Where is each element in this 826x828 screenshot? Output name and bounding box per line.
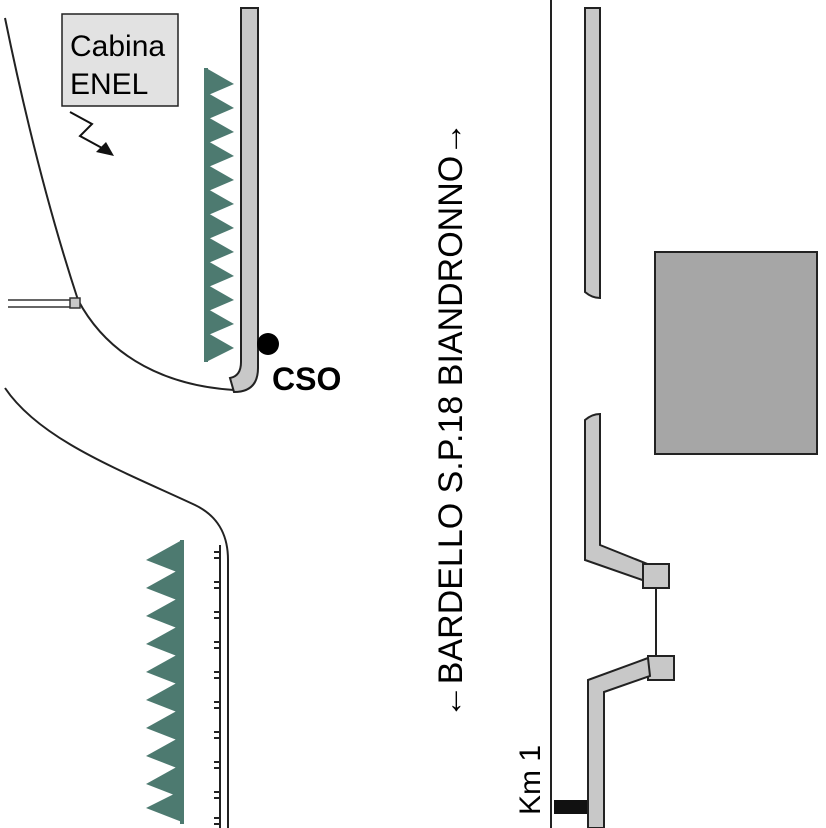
lightning-icon: [69, 111, 114, 156]
road-label: ←BARDELLO S.P.18 BIANDRONNO→: [432, 122, 470, 718]
side-pipe: [8, 297, 81, 309]
cabina-enel-box: Cabina ENEL: [61, 13, 179, 107]
gate-post-bottom: [647, 655, 675, 681]
cabina-label-line1: Cabina: [70, 30, 165, 63]
road-edge-lower-left: [4, 387, 229, 828]
cabina-label-line2: ENEL: [70, 68, 148, 101]
building: [654, 251, 818, 455]
wall-lower-right: [584, 412, 652, 584]
gate-post-top: [642, 563, 670, 589]
wall-upper-right: [584, 7, 601, 300]
km-marker-post: [554, 800, 588, 814]
hedge-upper: [204, 68, 234, 362]
km-marker-label: Km 1: [514, 745, 547, 815]
cso-label: CSO: [272, 361, 341, 397]
wall-bottom-right: [587, 656, 652, 828]
road-edge-upper-left: [4, 17, 235, 391]
hedge-lower: [146, 540, 184, 824]
cso-point-icon: [257, 333, 279, 355]
fence-posts: [214, 551, 220, 825]
wall-upper-left: [228, 7, 259, 394]
